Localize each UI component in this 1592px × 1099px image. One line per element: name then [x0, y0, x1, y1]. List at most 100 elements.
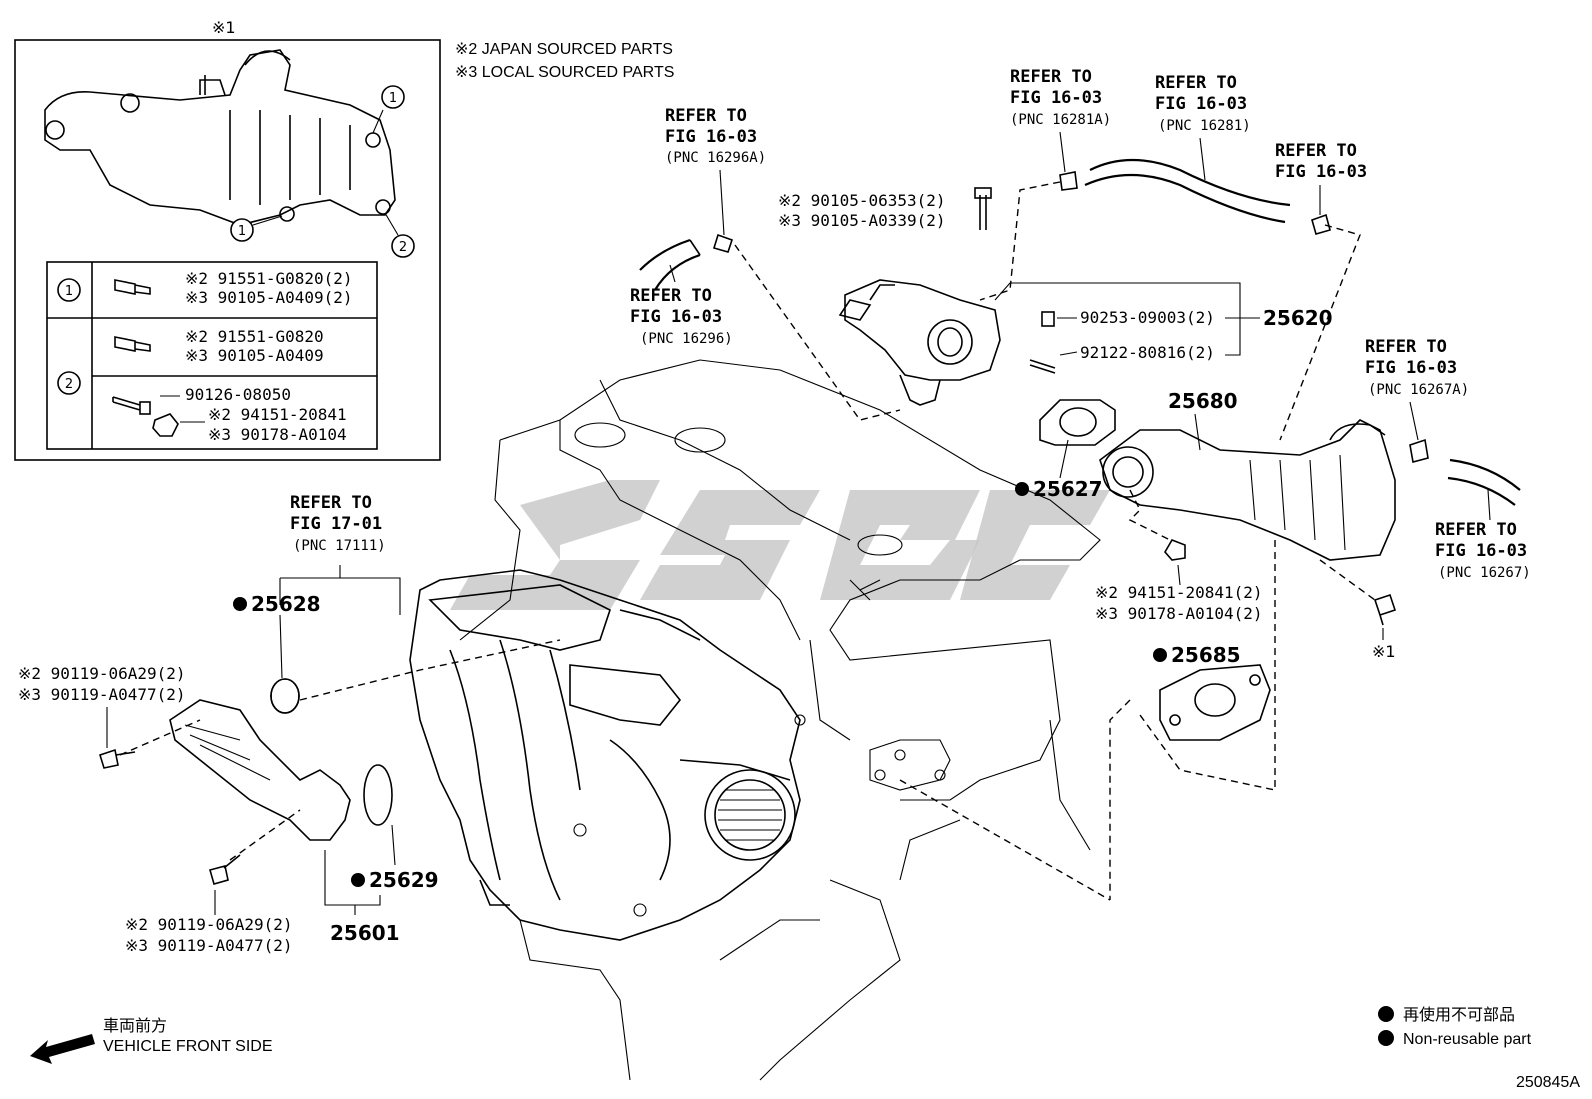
svg-text:※2 91551-G0820: ※2 91551-G0820	[185, 327, 324, 346]
svg-text:FIG 16-03: FIG 16-03	[630, 307, 722, 327]
ref-pnc-16296A: REFER TO FIG 16-03 (PNC 16296A)	[665, 106, 766, 236]
svg-text:※2 94151-20841(2): ※2 94151-20841(2)	[1095, 583, 1263, 602]
ref-pnc-16281: REFER TO FIG 16-03 (PNC 16281)	[1155, 73, 1251, 181]
svg-text:※2 90119-06A29(2): ※2 90119-06A29(2)	[18, 664, 186, 683]
svg-text:※2 90119-06A29(2): ※2 90119-06A29(2)	[125, 915, 293, 934]
ref-pnc-16281A: REFER TO FIG 16-03 (PNC 16281A)	[1010, 67, 1111, 173]
non-reusable-marker	[351, 873, 365, 887]
svg-text:25620: 25620	[1263, 306, 1333, 330]
label-25628: 25628	[233, 592, 321, 679]
gasket-25627	[1039, 399, 1116, 446]
label-25620: 25620	[994, 282, 1333, 356]
svg-text:※3 90105-A0409: ※3 90105-A0409	[185, 346, 324, 365]
svg-text:(PNC 16281): (PNC 16281)	[1158, 118, 1251, 134]
label-25629: 25629	[351, 824, 439, 892]
note-japan-sourced: ※2 JAPAN SOURCED PARTS	[455, 41, 673, 58]
svg-text:25601: 25601	[330, 921, 400, 945]
svg-text:※2 94151-20841: ※2 94151-20841	[208, 405, 347, 424]
table-row1-marker	[57, 278, 81, 302]
svg-text:1: 1	[65, 284, 73, 299]
svg-text:25628: 25628	[251, 592, 321, 616]
svg-text:REFER TO: REFER TO	[1275, 141, 1357, 161]
svg-text:REFER TO: REFER TO	[1365, 337, 1447, 357]
svg-text:※3 90119-A0477(2): ※3 90119-A0477(2)	[18, 685, 186, 704]
ref-pnc-16267A: REFER TO FIG 16-03 (PNC 16267A)	[1365, 337, 1469, 441]
svg-text:※3 90105-A0339(2): ※3 90105-A0339(2)	[778, 211, 946, 230]
svg-text:REFER TO: REFER TO	[1155, 73, 1237, 93]
svg-text:(PNC 16267A): (PNC 16267A)	[1368, 382, 1469, 398]
label-92122: 92122-80816(2)	[1059, 343, 1215, 362]
egr-cooler-25680	[1099, 419, 1396, 561]
svg-text:※2 90105-06353(2): ※2 90105-06353(2)	[778, 191, 946, 210]
svg-text:FIG 16-03: FIG 16-03	[1155, 94, 1247, 114]
svg-text:(PNC 16296): (PNC 16296)	[640, 331, 733, 347]
fasteners	[99, 187, 1397, 885]
svg-text:FIG 16-03: FIG 16-03	[1275, 162, 1367, 182]
svg-text:車両前方: 車両前方	[103, 1016, 167, 1035]
inset-panel: ※1 1 1 2	[14, 18, 441, 461]
ref-pnc-17111: REFER TO FIG 17-01 (PNC 17111)	[279, 493, 401, 615]
ref-pnc-16267: REFER TO FIG 16-03 (PNC 16267)	[1435, 489, 1531, 581]
legend-jp-text: 再使用不可部品	[1403, 1005, 1515, 1024]
legend-marker-en	[1378, 1030, 1394, 1046]
inset-ref-mark: ※1	[212, 18, 236, 37]
watermark-logo	[450, 480, 1110, 610]
svg-text:2: 2	[65, 377, 73, 392]
label-90105: ※2 90105-06353(2) ※3 90105-A0339(2)	[778, 191, 946, 230]
egr-bracket-drawing	[44, 49, 396, 226]
inset-callout-1-bottom: 1	[230, 215, 283, 242]
svg-text:90253-09003(2): 90253-09003(2)	[1080, 308, 1215, 327]
front-arrow-icon	[30, 1034, 95, 1064]
inset-bolt-table: 1 2 ※2 91551-G0820(2) ※3 90105-A0409(2) …	[46, 261, 378, 450]
bolt-icon	[112, 279, 179, 437]
inset-callout-1-top: 1	[372, 85, 405, 134]
svg-text:1: 1	[238, 224, 246, 239]
svg-text:※2 91551-G0820(2): ※2 91551-G0820(2)	[185, 269, 353, 288]
svg-text:92122-80816(2): 92122-80816(2)	[1080, 343, 1215, 362]
svg-text:REFER TO: REFER TO	[665, 106, 747, 126]
svg-text:(PNC 16281A): (PNC 16281A)	[1010, 112, 1111, 128]
label-ref1-right: ※1	[1372, 628, 1396, 661]
svg-text:FIG 16-03: FIG 16-03	[1365, 358, 1457, 378]
svg-text:※3 90119-A0477(2): ※3 90119-A0477(2)	[125, 936, 293, 955]
non-reusable-marker	[233, 597, 247, 611]
svg-text:REFER TO: REFER TO	[1010, 67, 1092, 87]
svg-text:FIG 16-03: FIG 16-03	[1435, 541, 1527, 561]
svg-text:2: 2	[399, 240, 407, 255]
svg-text:※3 90178-A0104(2): ※3 90178-A0104(2)	[1095, 604, 1263, 623]
legend-en-text: Non-reusable part	[1403, 1031, 1532, 1048]
svg-text:VEHICLE FRONT SIDE: VEHICLE FRONT SIDE	[103, 1038, 273, 1055]
svg-text:90126-08050: 90126-08050	[185, 385, 291, 404]
svg-text:FIG 16-03: FIG 16-03	[1010, 88, 1102, 108]
svg-text:25627: 25627	[1033, 477, 1103, 501]
svg-text:25629: 25629	[369, 868, 439, 892]
svg-text:(PNC 16296A): (PNC 16296A)	[665, 150, 766, 166]
figure-id: 250845A	[1516, 1074, 1580, 1091]
svg-text:※3 90105-A0409(2): ※3 90105-A0409(2)	[185, 288, 353, 307]
svg-text:1: 1	[389, 91, 397, 106]
egr-valve-25620	[838, 279, 1001, 406]
svg-text:25680: 25680	[1168, 389, 1238, 413]
legend: 再使用不可部品 Non-reusable part	[1378, 1005, 1532, 1048]
svg-text:(PNC 17111): (PNC 17111)	[293, 538, 386, 554]
source-notes: ※2 JAPAN SOURCED PARTS ※3 LOCAL SOURCED …	[455, 41, 674, 81]
intake-manifold-25601	[409, 569, 806, 941]
svg-text:※3 90178-A0104: ※3 90178-A0104	[208, 425, 347, 444]
ref-fig-16-03-right: REFER TO FIG 16-03	[1275, 141, 1367, 215]
gasket-25685	[1159, 664, 1271, 741]
legend-marker-jp	[1378, 1006, 1394, 1022]
svg-text:REFER TO: REFER TO	[630, 286, 712, 306]
label-90119-bottom: ※2 90119-06A29(2) ※3 90119-A0477(2)	[125, 890, 293, 955]
vehicle-front-indicator: 車両前方 VEHICLE FRONT SIDE	[30, 1016, 273, 1064]
engine-head-outline	[459, 359, 1101, 1081]
ref-pnc-16296: REFER TO FIG 16-03 (PNC 16296)	[630, 264, 733, 347]
non-reusable-marker	[1153, 648, 1167, 662]
svg-text:FIG 16-03: FIG 16-03	[665, 127, 757, 147]
non-reusable-marker	[1015, 482, 1029, 496]
hoses-and-clamps	[639, 158, 1521, 506]
table-row2-marker	[57, 371, 81, 395]
egr-pipe-25601	[169, 678, 393, 841]
svg-text:REFER TO: REFER TO	[290, 493, 372, 513]
inset-callout-2: 2	[384, 212, 415, 258]
